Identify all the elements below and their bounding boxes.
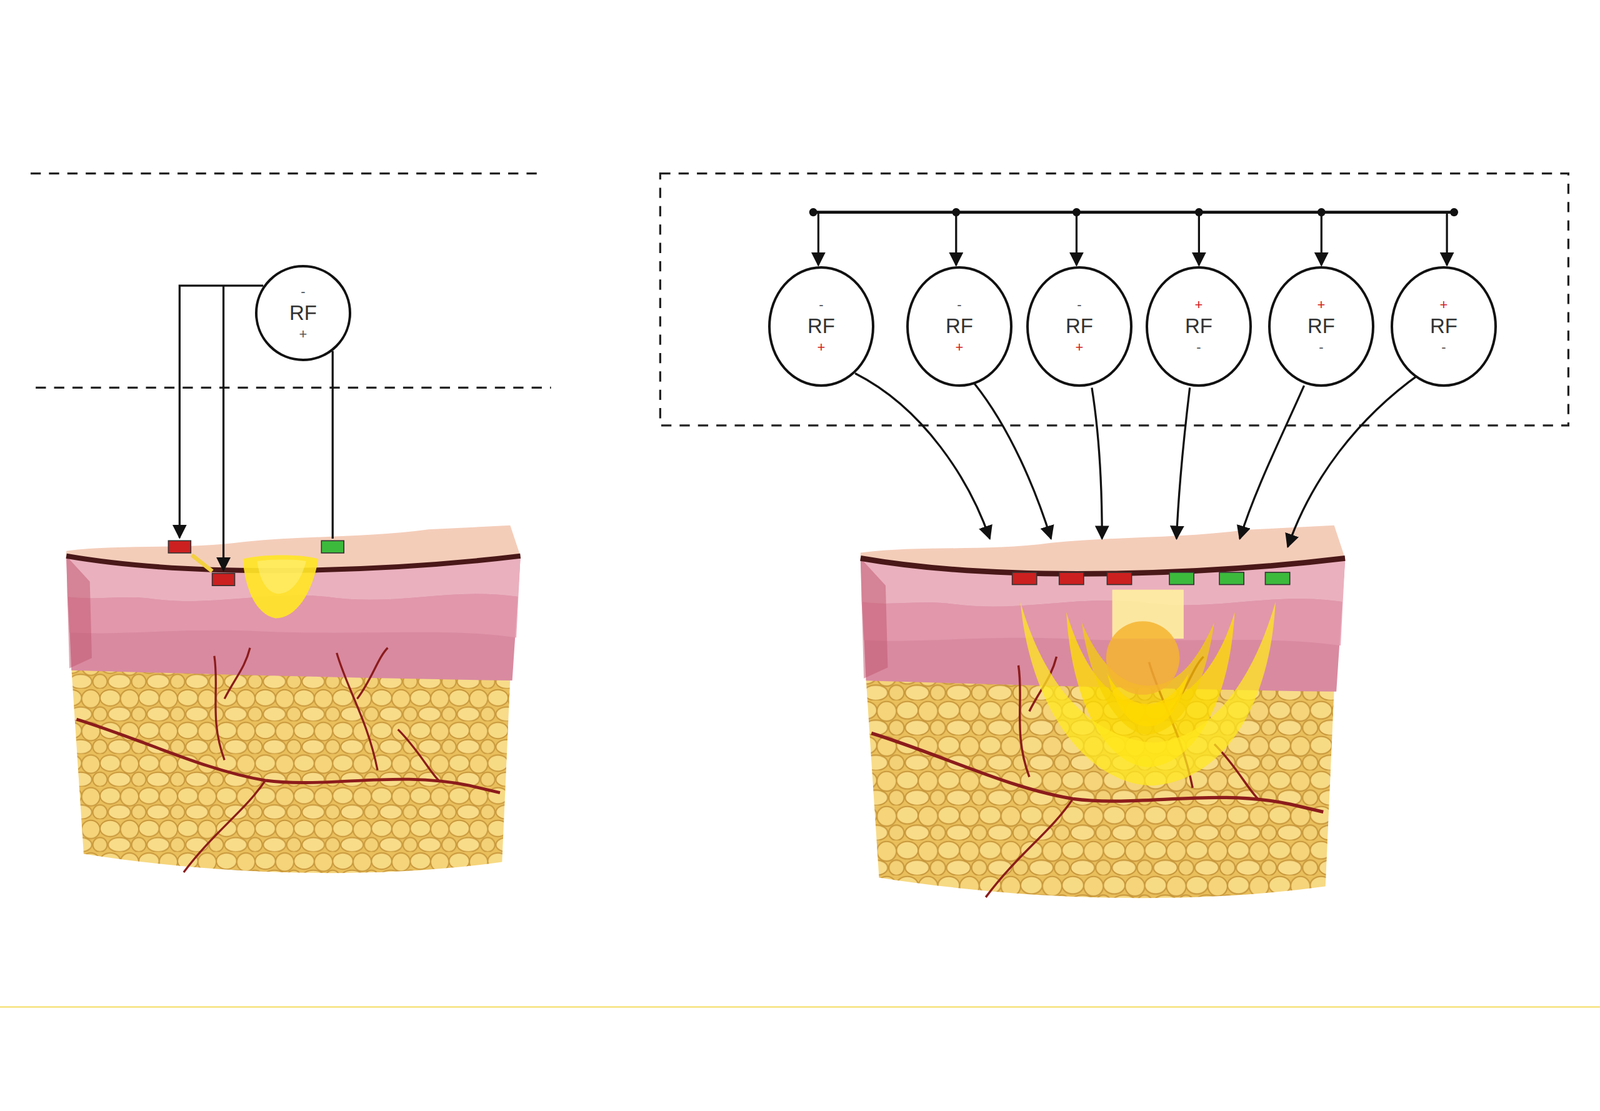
rf-generator-circle: -RF+ [255,265,352,362]
illustration-part [331,351,334,539]
illustration-part [243,555,319,619]
dashed-box [660,173,1569,426]
bottom-rule [0,1006,1600,1008]
heat-zone [1020,590,1276,786]
illustration-part [256,560,306,595]
illustration-part [1317,208,1326,217]
generator-label: RF [1185,315,1213,338]
polarity-sign: - [1196,340,1201,355]
generator-label: RF [289,301,317,325]
polarity-sign: - [1441,340,1446,355]
illustration-part [1020,601,1276,786]
illustration-part [321,540,344,554]
electrode [168,540,1290,586]
skin-cross-section [860,525,1345,899]
illustration-part [1106,572,1132,585]
wire [179,212,1454,571]
polarity-sign: + [1075,340,1084,355]
illustration-part [1075,212,1078,266]
illustration-part [809,208,818,217]
generator-label: RF [1065,315,1094,338]
illustration-part [1445,212,1448,266]
polarity-sign: - [956,297,962,313]
illustration-part [1219,572,1244,585]
illustration-part [1176,387,1190,539]
illustration-part [222,285,225,571]
illustration-part [1320,212,1323,266]
illustration-part [179,285,264,538]
polarity-sign: + [1317,297,1326,313]
rf-generator-circle: - RF + [906,266,1013,387]
illustration-part [1265,572,1290,585]
generator-label: RF [1307,315,1335,338]
polarity-sign: + [1440,297,1449,313]
rf-generator-circle: - RF + [1026,266,1133,387]
illustration-part [1012,572,1037,585]
dashed-line [30,172,541,175]
illustration-part [1287,373,1420,548]
illustration-part [1195,208,1204,217]
illustration-part [817,212,820,266]
polarity-sign: + [299,326,308,342]
illustration-part [813,210,1454,214]
illustration-part [974,383,1051,539]
rf-generator-circle: - RF + [768,266,875,387]
polarity-sign: - [300,284,305,300]
heat-zone [243,555,319,619]
illustration-part [1240,385,1305,539]
illustration-part [855,373,990,539]
illustration-part [168,540,191,554]
rf-generator-circle: + RF - [1145,266,1252,387]
illustration-part [1169,572,1194,585]
polarity-sign: - [1318,340,1324,355]
generator-label: RF [807,315,835,338]
illustration-part [1072,208,1081,217]
illustration-part [1450,208,1459,217]
polarity-sign: - [818,297,824,313]
illustration-part [1198,212,1200,266]
illustration-part [955,212,957,266]
illustration-part [212,573,235,587]
illustration-part [951,208,960,217]
generator-label: RF [945,315,974,338]
rf-generator-circle: + RF - [1268,266,1375,387]
skin-cross-section [66,525,521,874]
illustration-part [1106,621,1180,695]
rf-generator-circle: + RF - [1390,266,1497,387]
illustration-part [1106,673,1189,727]
illustration-part [1091,387,1102,539]
polarity-sign: + [1195,297,1204,313]
polarity-sign: - [1076,297,1082,313]
generator-label: RF [1430,315,1458,338]
illustration-part [191,555,213,572]
bus-dot [809,208,1459,217]
polarity-sign: + [817,340,826,355]
polarity-sign: + [955,340,964,355]
illustration-part [1059,572,1084,585]
dashed-line [35,386,551,389]
